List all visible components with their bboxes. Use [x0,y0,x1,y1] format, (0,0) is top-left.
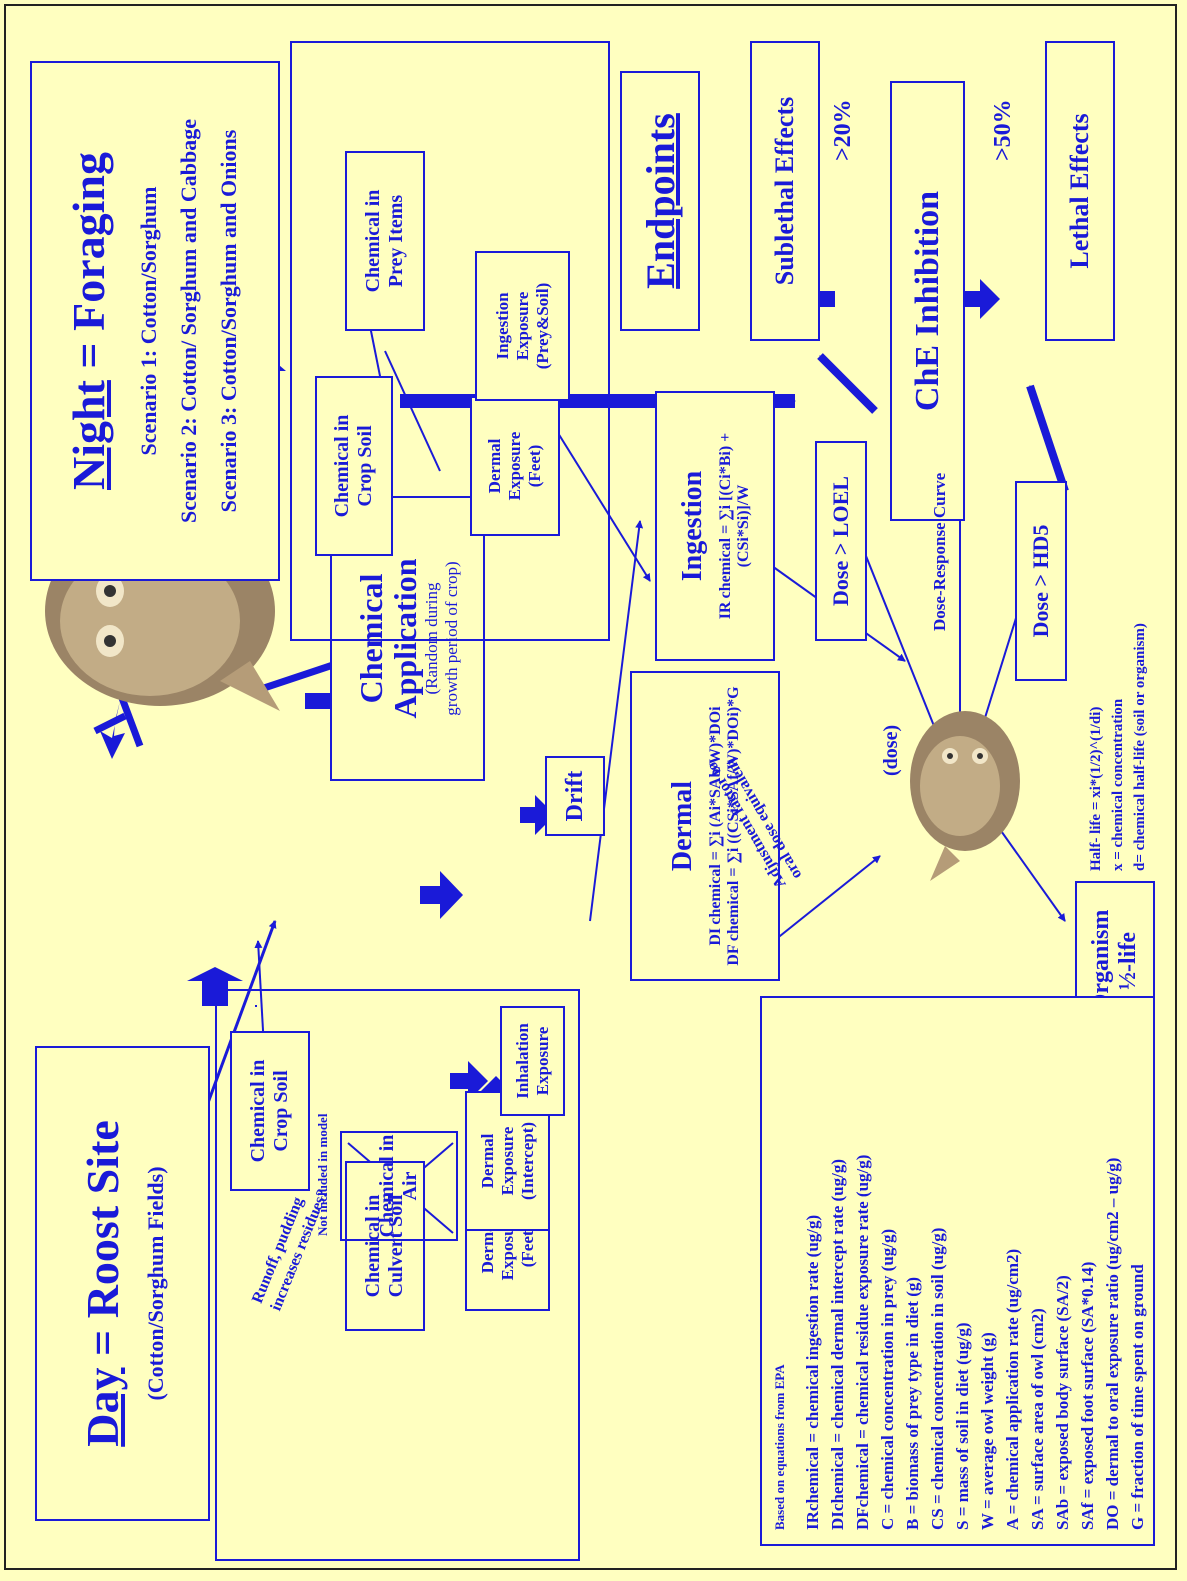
sublethal-box: Sublethal Effects [750,41,820,341]
legend-lines: IRchemical = chemical ingestion rate (ug… [800,1012,1150,1530]
foraging-box: Night = Foraging Scenario 1: Cotton/Sorg… [30,61,280,581]
loel-to-sublethal [820,356,875,411]
loel-box: Dose > LOEL [815,441,867,641]
scenario-list: Scenario 1: Cotton/Sorghum Scenario 2: C… [129,119,249,523]
ingestion-eq: IR chemical = ∑i [(Ci*Bi) + (CSi*Si)]/W [717,393,753,659]
roost-title: Day = Roost Site [76,1120,129,1446]
endpoints-box: Endpoints [620,71,700,331]
drift-box: Drift [545,756,605,836]
roost-site-box: Day = Roost Site (Cotton/Sorghum Fields) [35,1046,210,1521]
owl-small-image [890,701,1040,881]
foraging-title: Night = Foraging [62,152,115,490]
roost-subtitle: (Cotton/Sorghum Fields) [143,1166,169,1400]
dose-response-label: Dose-Response Curve [930,473,950,631]
ingestion-title: Ingestion [677,471,709,581]
legend-box: Based on equations from EPA IRchemical =… [760,996,1155,1546]
che-inhibition-box: ChE Inhibition [890,81,965,521]
legend-header: Based on equations from EPA [772,1012,788,1530]
hd5-box: Dose > HD5 [1015,481,1067,681]
hd5-to-lethal [1030,386,1065,491]
dermal-title: Dermal [667,781,699,871]
lethal-box: Lethal Effects [1045,41,1115,341]
pct50-label: >50% [990,99,1017,161]
dose-label: (dose) [880,725,903,776]
dermal-eq1: DI chemical = ∑i (Ai*SAb/W)*DOi [707,706,725,945]
halflife-text: Half- life = xi*(1/2)^(1/di) x = chemica… [1085,623,1151,871]
pct20-label: >20% [830,99,857,161]
ingestion-box: Ingestion IR chemical = ∑i [(Ci*Bi) + (C… [655,391,775,661]
culvert-down-arrow [420,871,463,919]
che-lethal-arrow [960,279,1000,319]
